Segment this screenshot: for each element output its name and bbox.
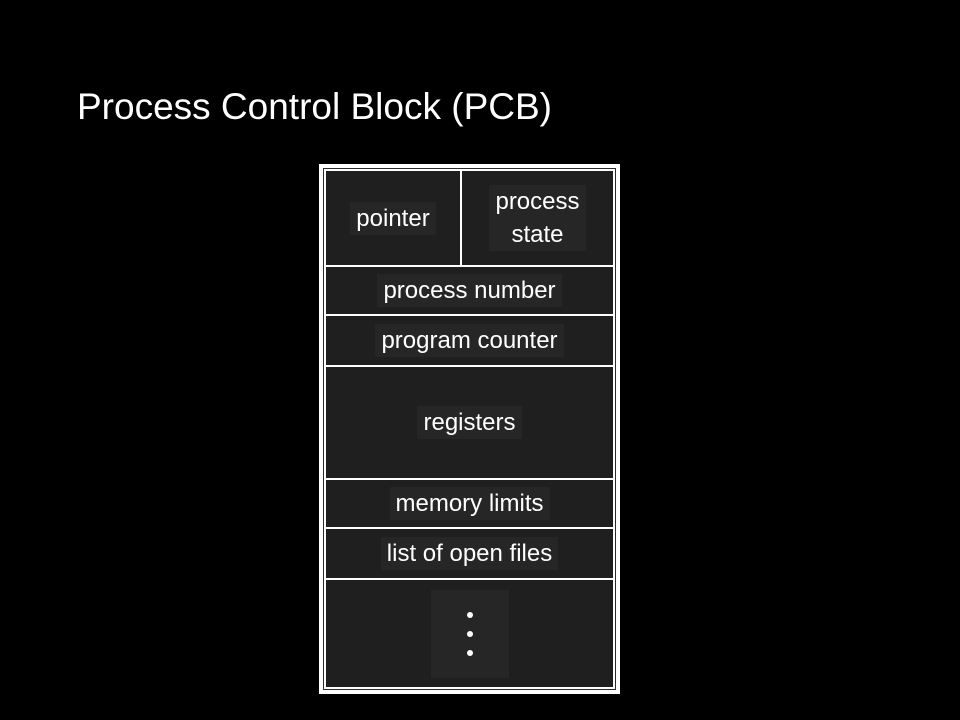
program-counter-label: program counter	[375, 324, 564, 357]
open-files-label: list of open files	[380, 537, 559, 570]
pcb-diagram-inner: pointer process state process number pro…	[323, 168, 616, 690]
pcb-cell-registers: registers	[326, 367, 613, 478]
pcb-cell-continuation	[326, 580, 613, 687]
process-number-label: process number	[377, 274, 562, 307]
pcb-row-process-number: process number	[326, 267, 613, 316]
pcb-row-memory-limits: memory limits	[326, 480, 613, 529]
pcb-row-registers: registers	[326, 367, 613, 480]
pcb-table: pointer process state process number pro…	[324, 169, 615, 689]
process-state-label: process state	[489, 185, 586, 251]
pcb-cell-process-number: process number	[326, 267, 613, 314]
pcb-cell-process-state: process state	[462, 171, 613, 265]
pcb-row-open-files: list of open files	[326, 529, 613, 580]
ellipsis-dot	[466, 649, 473, 656]
vertical-ellipsis-icon	[430, 589, 509, 678]
registers-label: registers	[417, 406, 522, 439]
ellipsis-dot	[466, 611, 473, 618]
pcb-row-program-counter: program counter	[326, 316, 613, 367]
pcb-cell-memory-limits: memory limits	[326, 480, 613, 527]
slide-title: Process Control Block (PCB)	[77, 86, 552, 127]
pcb-cell-pointer: pointer	[326, 171, 462, 265]
pcb-cell-program-counter: program counter	[326, 316, 613, 365]
pointer-label: pointer	[350, 201, 436, 235]
memory-limits-label: memory limits	[389, 487, 550, 520]
pcb-cell-open-files: list of open files	[326, 529, 613, 578]
pcb-row-continuation	[326, 580, 613, 687]
pcb-row-pointer-state: pointer process state	[326, 171, 613, 267]
pcb-diagram: pointer process state process number pro…	[319, 164, 620, 694]
ellipsis-dot	[466, 630, 473, 637]
